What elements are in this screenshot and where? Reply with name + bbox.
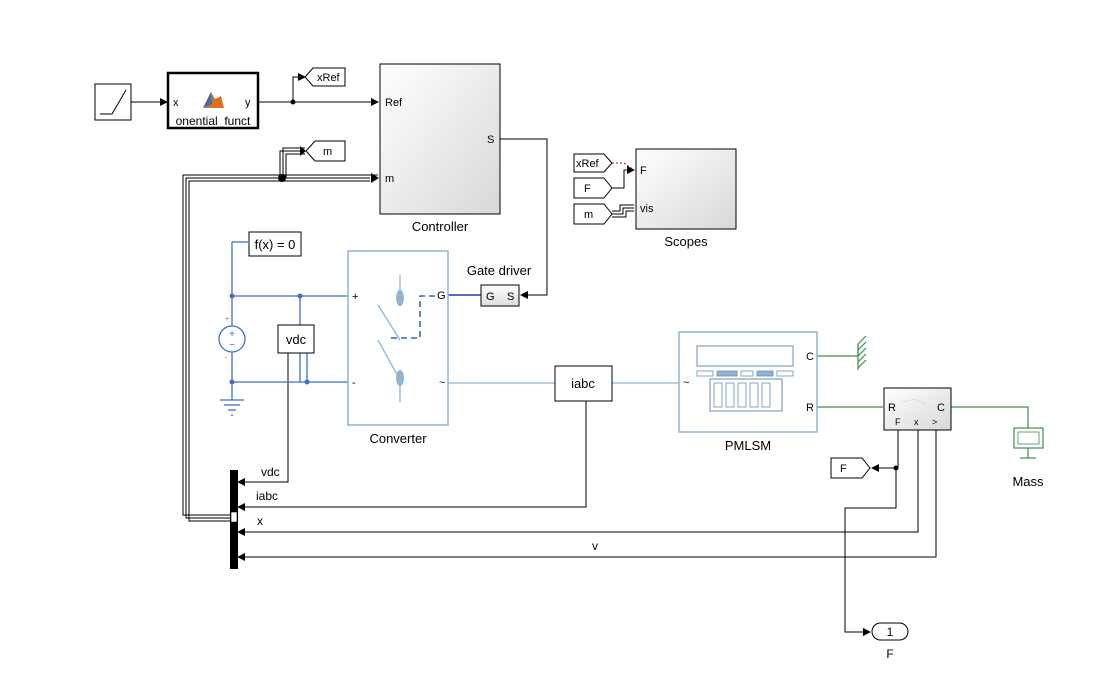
pmlsm-ac-port-label: ~ <box>683 377 689 389</box>
bus-label-vdc: vdc <box>261 465 280 479</box>
signal-lines <box>131 73 937 636</box>
sensor-x-port-label: x <box>914 417 919 427</box>
pmlsm-c-port-label: C <box>806 351 814 363</box>
gate-driver-block[interactable]: Gate driver G S <box>467 263 532 307</box>
sensor-c-port-label: C <box>937 402 945 414</box>
linear-motor-icon <box>696 345 794 412</box>
outport-number: 1 <box>887 625 894 639</box>
controller-ref-port-label: Ref <box>385 97 403 109</box>
gate-driver-g-port-label: G <box>486 291 495 303</box>
gate-driver-s-port-label: S <box>507 291 514 303</box>
sensor-v-port-label: > <box>932 417 937 427</box>
pmlsm-block[interactable]: ~ C R PMLSM <box>678 331 818 453</box>
converter-plus-port-label: + <box>352 291 358 303</box>
mechanical-reference-icon <box>857 335 867 369</box>
sensor-f-port-label: F <box>895 417 901 427</box>
scope-xref-from-tag[interactable]: xRef <box>573 153 613 173</box>
xref-goto-label: xRef <box>317 72 341 84</box>
pmlsm-r-port-label: R <box>806 402 814 414</box>
gate-driver-title: Gate driver <box>467 263 532 278</box>
svg-text:+: + <box>229 329 235 340</box>
bus-label-x: x <box>257 514 263 528</box>
converter-ac-port-label: ~ <box>439 377 445 389</box>
svg-text:+: + <box>225 316 229 323</box>
matlab-function-block[interactable]: x y onential_funct <box>166 71 260 130</box>
xref-red-connector <box>612 162 635 171</box>
scope-f-label: F <box>584 183 591 195</box>
vdc-sensor-label: vdc <box>286 332 307 347</box>
scope-f-from-tag[interactable]: F <box>573 177 613 199</box>
outport-name: F <box>886 647 893 661</box>
electrical-network <box>220 241 481 416</box>
scopes-title: Scopes <box>664 234 708 249</box>
controller-s-port-label: S <box>487 134 494 146</box>
svg-text:-: - <box>225 355 228 362</box>
iabc-sensor-label: iabc <box>571 376 595 391</box>
scope-m-label: m <box>584 209 593 221</box>
svg-text:−: − <box>229 340 235 351</box>
mechanical-network <box>817 335 1029 428</box>
m-goto-label: m <box>323 146 332 158</box>
scopes-vis-port-label: vis <box>640 203 654 215</box>
f-goto-label: F <box>840 463 847 475</box>
converter-title: Converter <box>369 431 427 446</box>
bus-label-iabc: iabc <box>256 489 278 503</box>
mass-title: Mass <box>1012 474 1044 489</box>
outport-f-block[interactable]: 1 F <box>871 622 909 661</box>
force-motion-sensor-block[interactable]: R C F x > <box>883 387 952 431</box>
mass-block[interactable]: Mass <box>1012 427 1044 489</box>
converter-g-port-label: G <box>437 290 446 302</box>
vdc-sensor-block[interactable]: vdc <box>277 324 315 354</box>
matlab-logo-icon <box>203 92 224 108</box>
switch-icon <box>377 275 437 402</box>
controller-block[interactable]: Ref m S Controller <box>379 63 501 234</box>
ramp-block[interactable] <box>94 83 132 121</box>
solver-label: f(x) = 0 <box>255 237 296 252</box>
scopes-f-port-label: F <box>640 165 647 177</box>
bus-creator-block[interactable] <box>230 470 238 569</box>
mass-icon <box>1013 427 1044 459</box>
controller-m-port-label: m <box>385 173 394 185</box>
f-goto-tag[interactable]: F <box>830 457 871 479</box>
iabc-sensor-block[interactable]: iabc <box>554 365 613 402</box>
xref-goto-tag[interactable]: xRef <box>304 67 346 87</box>
sensor-r-port-label: R <box>888 402 896 414</box>
pmlsm-title: PMLSM <box>725 438 771 453</box>
scope-xref-label: xRef <box>576 158 600 170</box>
solver-configuration-block[interactable]: f(x) = 0 <box>248 231 302 257</box>
function-in-port-label: x <box>173 97 179 109</box>
scopes-block[interactable]: F vis Scopes <box>635 148 737 249</box>
controller-title: Controller <box>412 219 469 234</box>
m-goto-tag[interactable]: m <box>305 140 346 162</box>
converter-block[interactable]: + - G ~ Converter <box>347 250 449 446</box>
converter-minus-port-label: - <box>352 377 356 389</box>
bus-lines <box>182 146 634 522</box>
scope-m-from-tag[interactable]: m <box>573 203 613 225</box>
function-out-port-label: y <box>245 97 251 109</box>
bus-label-v: v <box>592 539 598 553</box>
dc-voltage-source-icon[interactable]: + − + - <box>218 316 246 362</box>
bus-signal-labels: vdc iabc x v <box>256 465 598 553</box>
function-block-name: onential_funct <box>176 114 251 128</box>
